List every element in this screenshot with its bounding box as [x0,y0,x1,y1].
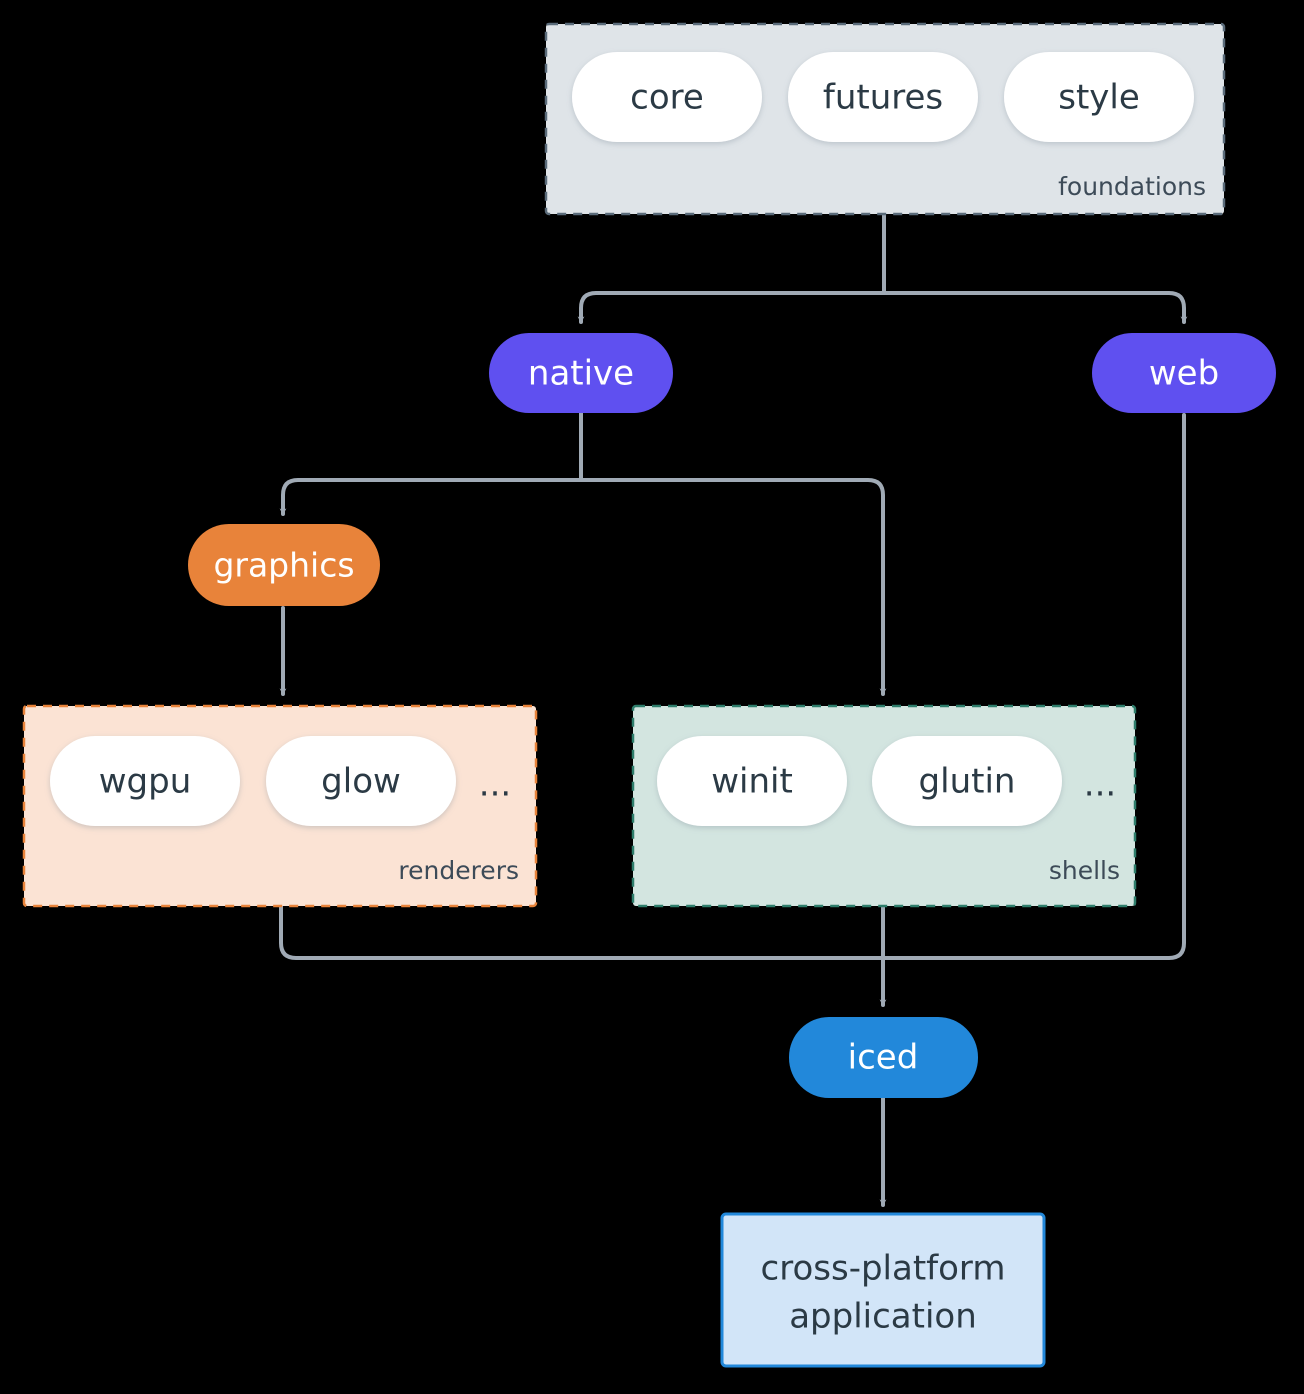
edge-native-to-shells [579,478,887,696]
pill-winit-shape [657,736,847,826]
shells-overflow-ellipsis: ... [1084,765,1116,805]
node-iced-label: iced [848,1038,919,1078]
pill-wgpu-label: wgpu [99,762,192,802]
node-native-label: native [528,354,634,394]
group-shells[interactable]: winit glutin ... shells [631,704,1137,908]
application-box [720,1212,1046,1368]
node-graphics-shape [188,524,380,606]
node-graphics-label: graphics [213,546,354,585]
pill-core-label: core [630,78,704,118]
pill-futures[interactable]: futures [788,52,978,142]
group-shells-caption: shells [1049,856,1120,885]
pill-glutin[interactable]: glutin [872,736,1062,826]
node-iced[interactable]: iced [789,1017,978,1098]
node-web-shape [1092,333,1276,413]
edge-native-to-graphics [279,478,583,516]
pill-winit-label: winit [711,762,793,802]
pill-wgpu[interactable]: wgpu [50,736,240,826]
pill-style[interactable]: style [1004,52,1194,142]
pill-style-shape [1004,52,1194,142]
node-iced-shape [789,1017,978,1098]
application-label-line2: application [789,1297,977,1337]
edge-web-to-iced [881,413,1186,960]
application-label-line1: cross-platform [761,1249,1006,1289]
edge-renderers-to-iced [279,904,885,960]
node-native[interactable]: native [489,333,673,413]
pill-wgpu-shape [50,736,240,826]
pill-glutin-shape [872,736,1062,826]
pill-glow-shape [266,736,456,826]
pill-glow-label: glow [321,762,401,802]
group-renderers-caption: renderers [398,856,519,885]
renderers-overflow-ellipsis: ... [479,765,511,805]
group-foundations-caption: foundations [1058,172,1206,201]
pill-glutin-label: glutin [919,762,1016,802]
node-cross-platform-application[interactable]: cross-platform application [720,1212,1046,1368]
pill-core-shape [572,52,762,142]
pill-style-label: style [1058,78,1140,118]
edge-layer [279,212,1188,1207]
group-foundations[interactable]: core futures style foundations [544,22,1226,216]
edge-foundations-to-web [882,291,1188,324]
pill-winit[interactable]: winit [657,736,847,826]
pill-futures-label: futures [823,78,943,118]
group-renderers[interactable]: wgpu glow ... renderers [22,704,538,908]
node-graphics[interactable]: graphics [188,524,380,606]
pill-futures-shape [788,52,978,142]
node-web-label: web [1149,354,1219,394]
node-native-shape [489,333,673,413]
edge-foundations-to-native [577,291,886,324]
pill-glow[interactable]: glow [266,736,456,826]
pill-core[interactable]: core [572,52,762,142]
node-web[interactable]: web [1092,333,1276,413]
